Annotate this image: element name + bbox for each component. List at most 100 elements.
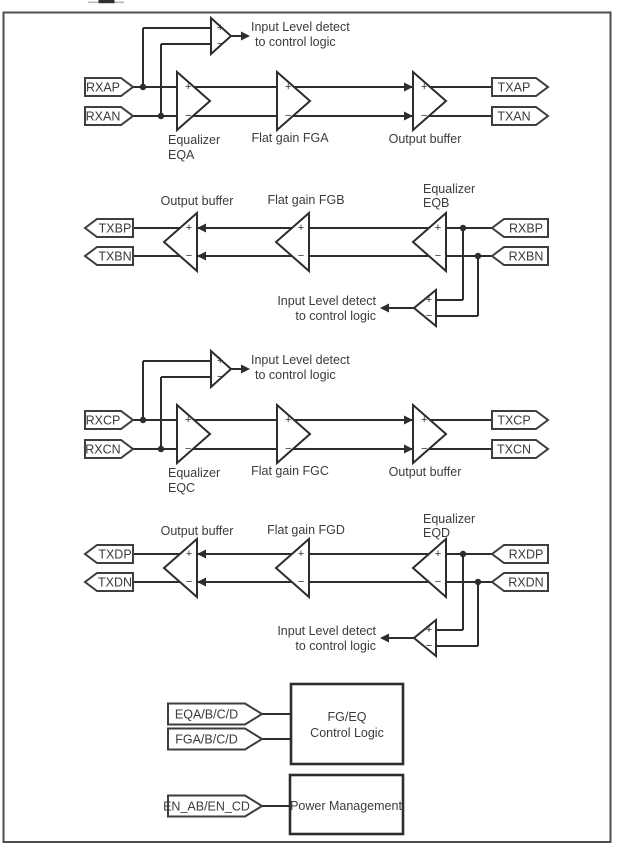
label-equalizer-name-c: EQC bbox=[168, 481, 195, 495]
flat-gain-plus-c: + bbox=[285, 414, 291, 426]
label-flat-gain-a: Flat gain FGA bbox=[251, 131, 329, 145]
port-rxdp bbox=[490, 544, 549, 564]
port-rxan-label: RXAN bbox=[86, 110, 121, 124]
output-buffer-amp-d bbox=[162, 536, 198, 600]
equalizer-plus-d: + bbox=[435, 548, 441, 560]
buffer-plus-b: + bbox=[186, 222, 192, 234]
buffer-in-arrow-p-b bbox=[197, 223, 206, 233]
port-rxdp-label: RXDP bbox=[509, 548, 544, 562]
buffer-in-arrow-n-c bbox=[404, 444, 413, 454]
port-txcp-label: TXCP bbox=[497, 414, 530, 428]
comparator-plus-d: + bbox=[426, 624, 432, 636]
buffer-in-arrow-p-a bbox=[404, 82, 413, 92]
port-rxdn-label: RXDN bbox=[508, 576, 543, 590]
port-rxbn-label: RXBN bbox=[509, 250, 544, 264]
buffer-in-arrow-n-b bbox=[197, 251, 206, 261]
port-rxcp bbox=[84, 410, 135, 430]
port-rxap-label: RXAP bbox=[86, 81, 120, 95]
label-equalizer-name-a: EQA bbox=[168, 148, 195, 162]
label-flat-gain-b: Flat gain FGB bbox=[267, 193, 344, 207]
detect-caption-line1-b: Input Level detect bbox=[277, 294, 376, 308]
output-buffer-amp-b bbox=[162, 210, 198, 274]
label-flat-gain-d: Flat gain FGD bbox=[267, 523, 345, 537]
buffer-minus-d: − bbox=[186, 576, 192, 588]
detect-arrow-b bbox=[380, 303, 389, 313]
level-detect-comparator-a bbox=[210, 15, 233, 57]
buffer-in-arrow-p-d bbox=[197, 549, 206, 559]
detect-caption-line2-d: to control logic bbox=[295, 639, 376, 653]
buffer-in-arrow-n-d bbox=[197, 577, 206, 587]
label-output-buffer-b: Output buffer bbox=[161, 194, 234, 208]
port-txdp bbox=[83, 544, 134, 564]
port-fg-abcd-label: FGA/B/C/D bbox=[175, 733, 238, 747]
flat-gain-plus-b: + bbox=[298, 222, 304, 234]
detect-caption-line1-a: Input Level detect bbox=[251, 20, 350, 34]
port-txbn bbox=[83, 246, 134, 266]
label-equalizer-c: Equalizer bbox=[168, 466, 220, 480]
port-txdn bbox=[83, 572, 134, 592]
detect-caption-line1-d: Input Level detect bbox=[277, 624, 376, 638]
port-txdn-label: TXDN bbox=[98, 576, 132, 590]
port-txcn-label: TXCN bbox=[497, 443, 531, 457]
buffer-in-arrow-p-c bbox=[404, 415, 413, 425]
flat-gain-minus-d: − bbox=[298, 576, 304, 588]
port-txcn bbox=[491, 439, 550, 459]
power-box-label: Power Management bbox=[290, 799, 402, 813]
flat-gain-minus-c: − bbox=[285, 443, 291, 455]
label-output-buffer-c: Output buffer bbox=[389, 465, 462, 479]
port-rxan bbox=[84, 106, 135, 126]
page-border bbox=[2, 11, 612, 843]
flat-gain-amp-d bbox=[274, 536, 310, 600]
buffer-in-arrow-n-a bbox=[404, 111, 413, 121]
output-buffer-amp-a bbox=[412, 69, 448, 133]
port-rxbp-label: RXBP bbox=[509, 222, 543, 236]
top-crop-artifact bbox=[98, 0, 115, 4]
comparator-plus-b: + bbox=[426, 294, 432, 306]
label-output-buffer-d: Output buffer bbox=[161, 524, 234, 538]
equalizer-minus-a: − bbox=[185, 110, 191, 122]
equalizer-minus-d: − bbox=[435, 576, 441, 588]
port-rxbn bbox=[490, 246, 549, 266]
equalizer-amp-a bbox=[176, 69, 212, 133]
level-detect-comparator-c bbox=[210, 348, 233, 390]
flat-gain-minus-b: − bbox=[298, 250, 304, 262]
label-output-buffer-a: Output buffer bbox=[389, 132, 462, 146]
buffer-minus-c: − bbox=[421, 443, 427, 455]
port-rxbp bbox=[490, 218, 549, 238]
port-en-ab-en-cd-label: EN_AB/EN_CD bbox=[163, 800, 250, 814]
flat-gain-amp-b bbox=[274, 210, 310, 274]
port-txbn-label: TXBN bbox=[98, 250, 131, 264]
equalizer-plus-a: + bbox=[185, 81, 191, 93]
port-rxap bbox=[84, 77, 135, 97]
buffer-minus-b: − bbox=[186, 250, 192, 262]
buffer-plus-d: + bbox=[186, 548, 192, 560]
level-detect-comparator-d bbox=[412, 617, 437, 659]
label-equalizer-d: Equalizer bbox=[423, 512, 475, 526]
port-txap-label: TXAP bbox=[498, 81, 531, 95]
equalizer-amp-b bbox=[411, 210, 447, 274]
comparator-minus-a: − bbox=[217, 38, 223, 50]
equalizer-plus-b: + bbox=[435, 222, 441, 234]
label-equalizer-b: Equalizer bbox=[423, 182, 475, 196]
label-flat-gain-c: Flat gain FGC bbox=[251, 464, 329, 478]
fg-eq-box-line2: Control Logic bbox=[310, 726, 384, 740]
detect-arrow-d bbox=[380, 633, 389, 643]
comparator-minus-d: − bbox=[426, 640, 432, 652]
detect-caption-line2-b: to control logic bbox=[295, 309, 376, 323]
port-eq-abcd-label: EQA/B/C/D bbox=[175, 708, 238, 722]
detect-caption-line1-c: Input Level detect bbox=[251, 353, 350, 367]
fg-eq-control-logic-box bbox=[289, 682, 405, 766]
flat-gain-amp-a bbox=[276, 69, 312, 133]
port-txbp bbox=[83, 218, 134, 238]
port-txdp-label: TXDP bbox=[98, 548, 131, 562]
detect-caption-line2-a: to control logic bbox=[255, 35, 336, 49]
equalizer-amp-c bbox=[176, 402, 212, 466]
port-txap bbox=[491, 77, 550, 97]
port-rxdn bbox=[490, 572, 549, 592]
fg-eq-box-line1: FG/EQ bbox=[328, 710, 367, 724]
port-txbp-label: TXBP bbox=[99, 222, 132, 236]
port-txan-label: TXAN bbox=[497, 110, 530, 124]
label-equalizer-name-d: EQD bbox=[423, 526, 450, 540]
label-equalizer-name-b: EQB bbox=[423, 196, 449, 210]
